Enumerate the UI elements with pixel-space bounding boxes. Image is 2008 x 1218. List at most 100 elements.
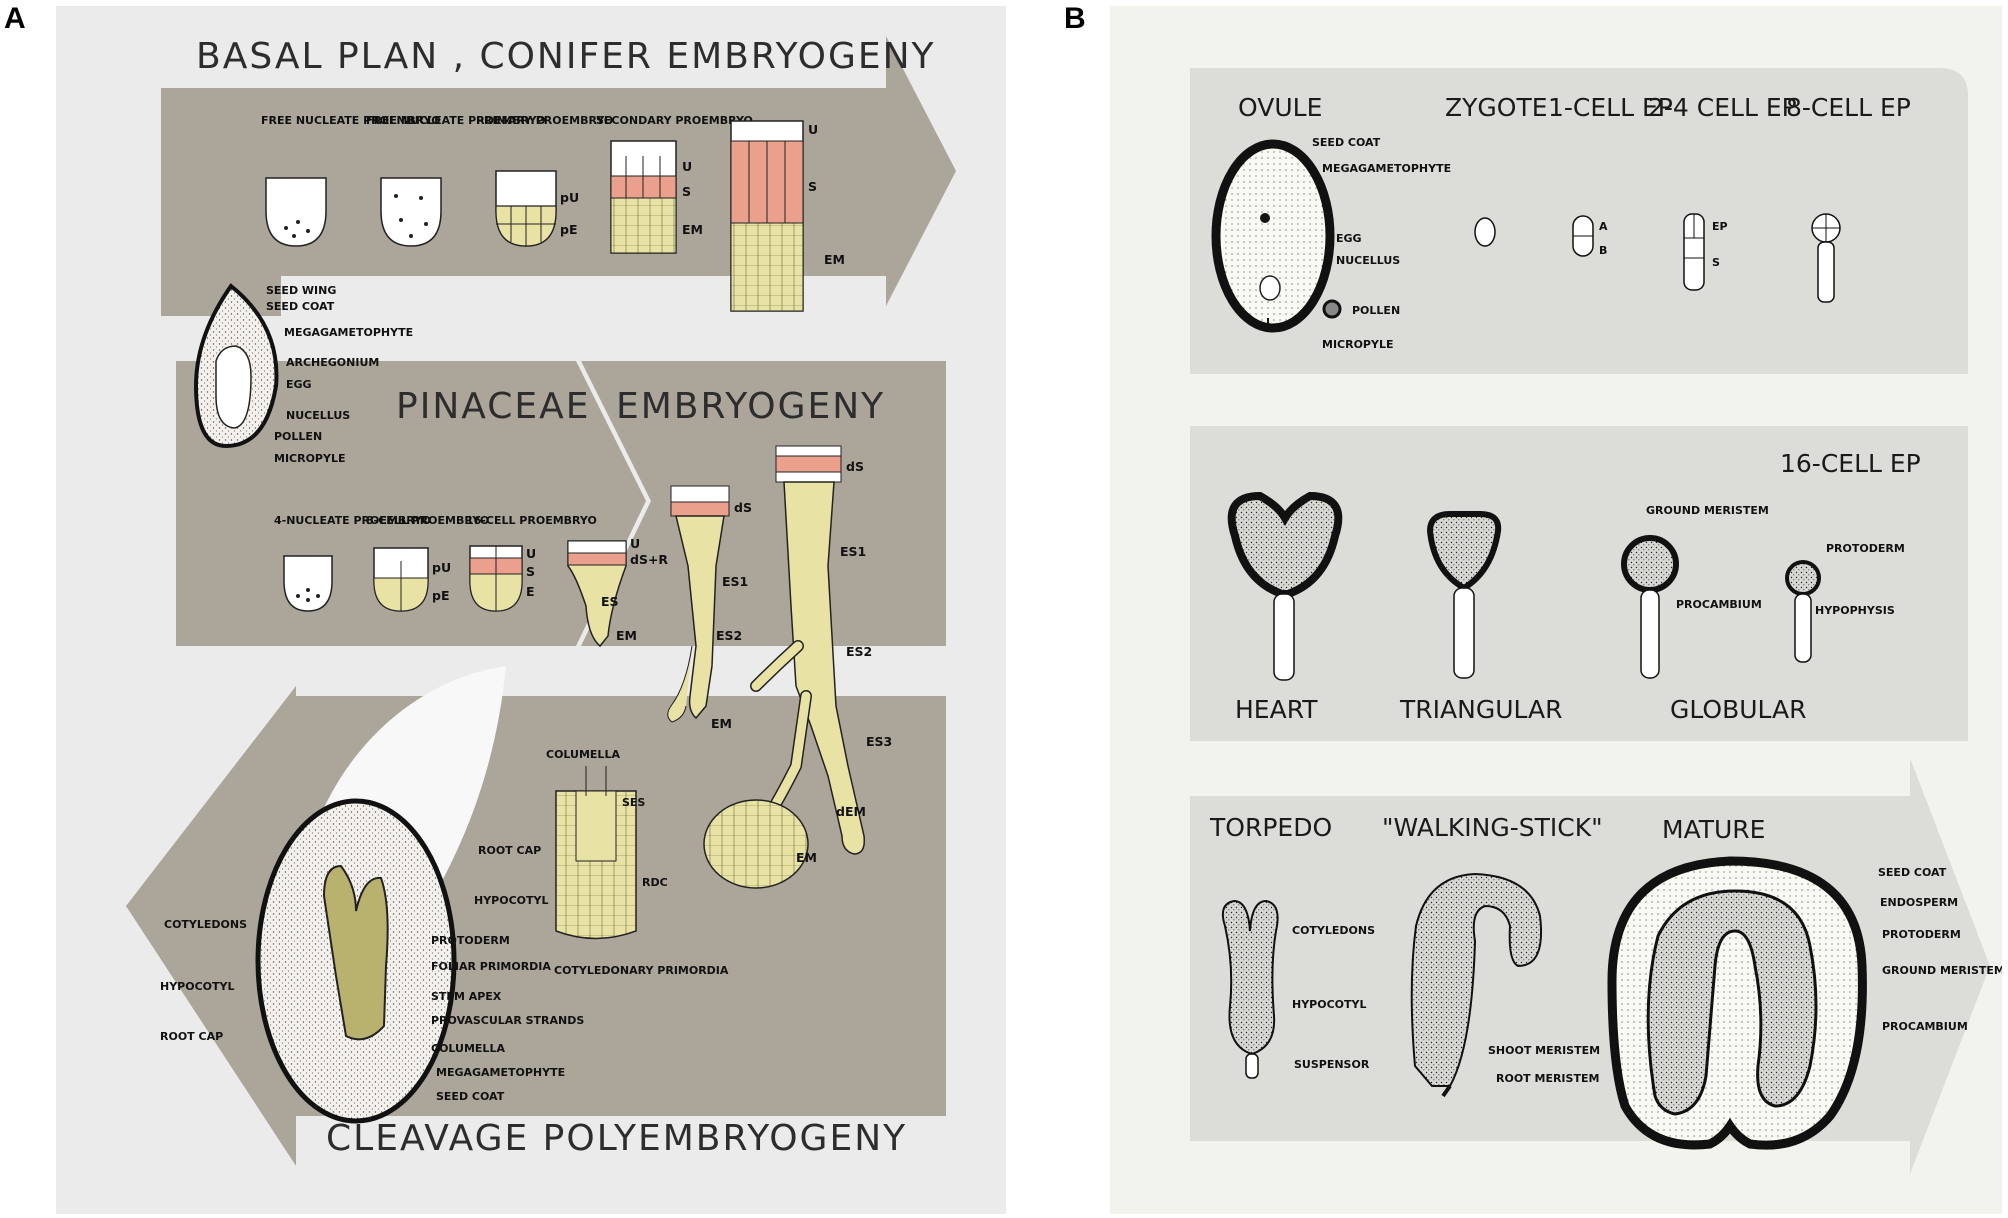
title-torpedo: TORPEDO — [1209, 813, 1332, 842]
label-protoderm-mature: PROTODERM — [1882, 928, 1961, 941]
band-b-middle — [1190, 426, 1968, 741]
label-a-seed-wing: SEED WING — [266, 284, 336, 297]
label-a-egg: EGG — [286, 378, 312, 391]
eight-cell-ep-shape — [1811, 213, 1841, 303]
mark-ds-2: dS — [846, 459, 864, 474]
mature-seed-b — [1607, 856, 1867, 1150]
sixteen-cell-ep-embryo — [1785, 560, 1821, 663]
torpedo-stage-embryo — [1221, 899, 1279, 1079]
label-a-archegonium: ARCHEGONIUM — [286, 356, 379, 369]
label-cotyledons-torpedo: COTYLEDONS — [1292, 924, 1375, 937]
mark-s-secondary: S — [682, 184, 691, 199]
label-primary-proembryo: PRIMARY PROEMBRYO — [476, 114, 613, 127]
label-root-cap-seed: ROOT CAP — [160, 1030, 223, 1043]
mark-ep: EP — [1712, 220, 1728, 233]
arrow-band-middle-right — [581, 361, 946, 646]
mark-em-large: EM — [796, 850, 817, 865]
label-hypocotyl-seed: HYPOCOTYL — [160, 980, 235, 993]
label-b-pollen: POLLEN — [1352, 304, 1400, 317]
mark-es3: ES3 — [866, 734, 892, 749]
label-shoot-meristem: SHOOT MERISTEM — [1488, 1044, 1600, 1057]
mark-es1-1: ES1 — [722, 574, 748, 589]
label-a-seed-coat: SEED COAT — [266, 300, 335, 313]
label-b-egg: EGG — [1336, 232, 1362, 245]
mark-em-secondary: EM — [682, 222, 703, 237]
mark-u-16cell: U — [526, 546, 536, 561]
label-b-seed-coat: SEED COAT — [1312, 136, 1381, 149]
label-ground-meristem-mature: GROUND MERISTEM — [1882, 964, 2002, 977]
label-16-cell: 16-CELL PROEMBRYO — [466, 514, 597, 527]
heart-stage-embryo — [1227, 491, 1343, 681]
mark-b: B — [1599, 244, 1607, 257]
zygote-shape — [1474, 217, 1496, 247]
label-hypophysis: HYPOPHYSIS — [1815, 604, 1895, 617]
label-4-nucleate: 4-NUCLEATE PROEMBRYO — [274, 514, 431, 527]
label-root-cap-axis: ROOT CAP — [478, 844, 541, 857]
four-nucleate-proembryo — [283, 555, 333, 612]
mark-es2-2: ES2 — [846, 644, 872, 659]
label-secondary-proembryo: SECONDARY PROEMBRYO — [596, 114, 753, 127]
sixteen-cell-proembryo — [469, 545, 523, 612]
free-nucleate-proembryo-1 — [265, 177, 327, 247]
panel-a-drawing: BASAL PLAN , CONIFER EMBRYOGENY PINACEAE… — [126, 36, 956, 1166]
mark-a: A — [1599, 220, 1608, 233]
title-basal-plan: BASAL PLAN , CONIFER EMBRYOGENY — [196, 36, 936, 77]
title-2-4-cell-ep: 2-4 CELL EP — [1648, 93, 1797, 122]
title-embryogeny: EMBRYOGENY — [616, 386, 885, 427]
label-free-nucleate-2: FREE NUCLEATE PROEMBRYO — [366, 114, 546, 127]
mark-pu-primary: pU — [560, 190, 579, 205]
mark-es2-1: ES2 — [716, 628, 742, 643]
label-procambium-globular: PROCAMBIUM — [1676, 598, 1762, 611]
label-ses: SES — [622, 796, 645, 809]
two-four-cell-ep-shape — [1683, 213, 1705, 291]
primary-proembryo — [495, 170, 557, 247]
label-seed-coat-mature: SEED COAT — [1878, 866, 1947, 879]
mark-pe-primary: pE — [560, 222, 578, 237]
title-ovule: OVULE — [1238, 93, 1322, 122]
label-procambium-mature: PROCAMBIUM — [1882, 1020, 1968, 1033]
panel-label-a: A — [4, 2, 26, 35]
free-nucleate-proembryo-2 — [380, 177, 442, 247]
mark-ds-1: dS — [734, 500, 752, 515]
label-b-nucellus: NUCELLUS — [1336, 254, 1400, 267]
eight-cell-proembryo — [373, 547, 429, 612]
secondary-proembryo — [610, 140, 677, 254]
mark-em-elongated: EM — [824, 252, 845, 267]
label-cotyledons-seed: COTYLEDONS — [164, 918, 247, 931]
label-a-megagametophyte: MEGAGAMETOPHYTE — [284, 326, 413, 339]
label-b-megagametophyte: MEGAGAMETOPHYTE — [1322, 162, 1451, 175]
label-endosperm-mature: ENDOSPERM — [1880, 896, 1958, 909]
title-cleavage-polyembryogeny: CLEAVAGE POLYEMBRYOGENY — [326, 1118, 907, 1159]
panel-a-conifer-embryogeny: BASAL PLAN , CONIFER EMBRYOGENY PINACEAE… — [56, 6, 1006, 1214]
label-hypocotyl-torpedo: HYPOCOTYL — [1292, 998, 1367, 1011]
cleavage-suspensor-1 — [667, 485, 730, 723]
mark-u-elong: U — [630, 536, 640, 551]
panel-b-drawing: OVULE ZYGOTE 1-CELL EP 2-4 CELL EP 8-CEL… — [1190, 68, 2002, 1174]
mark-em-elong: EM — [616, 628, 637, 643]
title-16-cell-ep: 16-CELL EP — [1780, 449, 1921, 478]
suspensor-elongation-stage — [567, 540, 627, 648]
ovule-b — [1211, 139, 1342, 333]
title-zygote: ZYGOTE — [1445, 93, 1548, 122]
mark-s-elongated: S — [808, 179, 817, 194]
label-8-cell: 8-CELL PROEMBRYO — [366, 514, 489, 527]
label-a-nucellus: NUCELLUS — [286, 409, 350, 422]
mark-u-elongated: U — [808, 122, 818, 137]
label-rdc: RDC — [642, 876, 668, 889]
label-ground-meristem-globular: GROUND MERISTEM — [1646, 504, 1769, 517]
mark-dem: dEM — [836, 804, 866, 819]
label-stem-apex: STEM APEX — [431, 990, 502, 1003]
label-free-nucleate-1: FREE NUCLEATE PROEMBRYO — [261, 114, 441, 127]
globular-stage-embryo — [1621, 535, 1679, 679]
pine-ovule — [193, 283, 279, 449]
label-root-meristem: ROOT MERISTEM — [1496, 1072, 1599, 1085]
cleavage-suspensor-2 — [703, 445, 866, 889]
mark-em-cs: EM — [711, 716, 732, 731]
one-cell-ep-shape — [1572, 215, 1594, 257]
label-seed-coat-seed: SEED COAT — [436, 1090, 505, 1103]
panel-label-b: B — [1064, 2, 1086, 35]
label-protoderm-16cell: PROTODERM — [1826, 542, 1905, 555]
label-columella-seed: COLUMELLA — [431, 1042, 505, 1055]
title-globular: GLOBULAR — [1670, 695, 1807, 724]
triangular-stage-embryo — [1426, 511, 1502, 679]
